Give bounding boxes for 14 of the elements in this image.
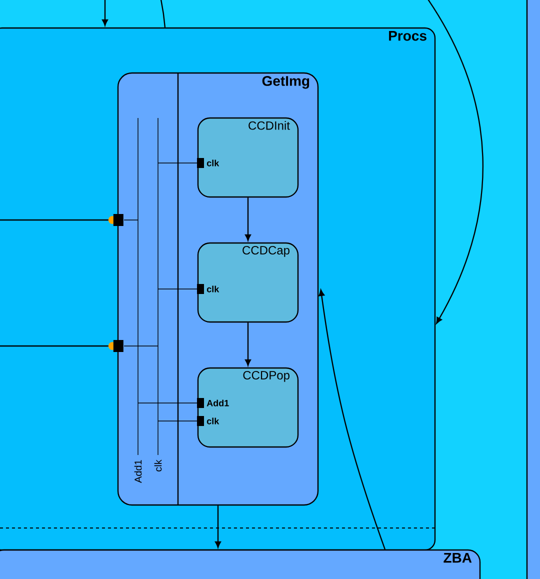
- state-box: CCDInit clk: [197, 117, 299, 198]
- arrow: [245, 198, 251, 241]
- bus-label: clk: [154, 460, 162, 472]
- state-box: ZBA: [0, 549, 481, 579]
- arrow: [215, 506, 221, 548]
- port-connector: [0, 340, 124, 352]
- bus-label: Add1: [134, 460, 142, 483]
- arrow: [245, 322, 251, 366]
- arrow: [318, 290, 386, 550]
- side-box: [526, 0, 540, 579]
- state-box: CCDPop Add1 clk: [197, 367, 299, 448]
- port-connector: [0, 214, 124, 226]
- arrow: [102, 0, 108, 26]
- state-box: CCDCap clk: [197, 242, 299, 323]
